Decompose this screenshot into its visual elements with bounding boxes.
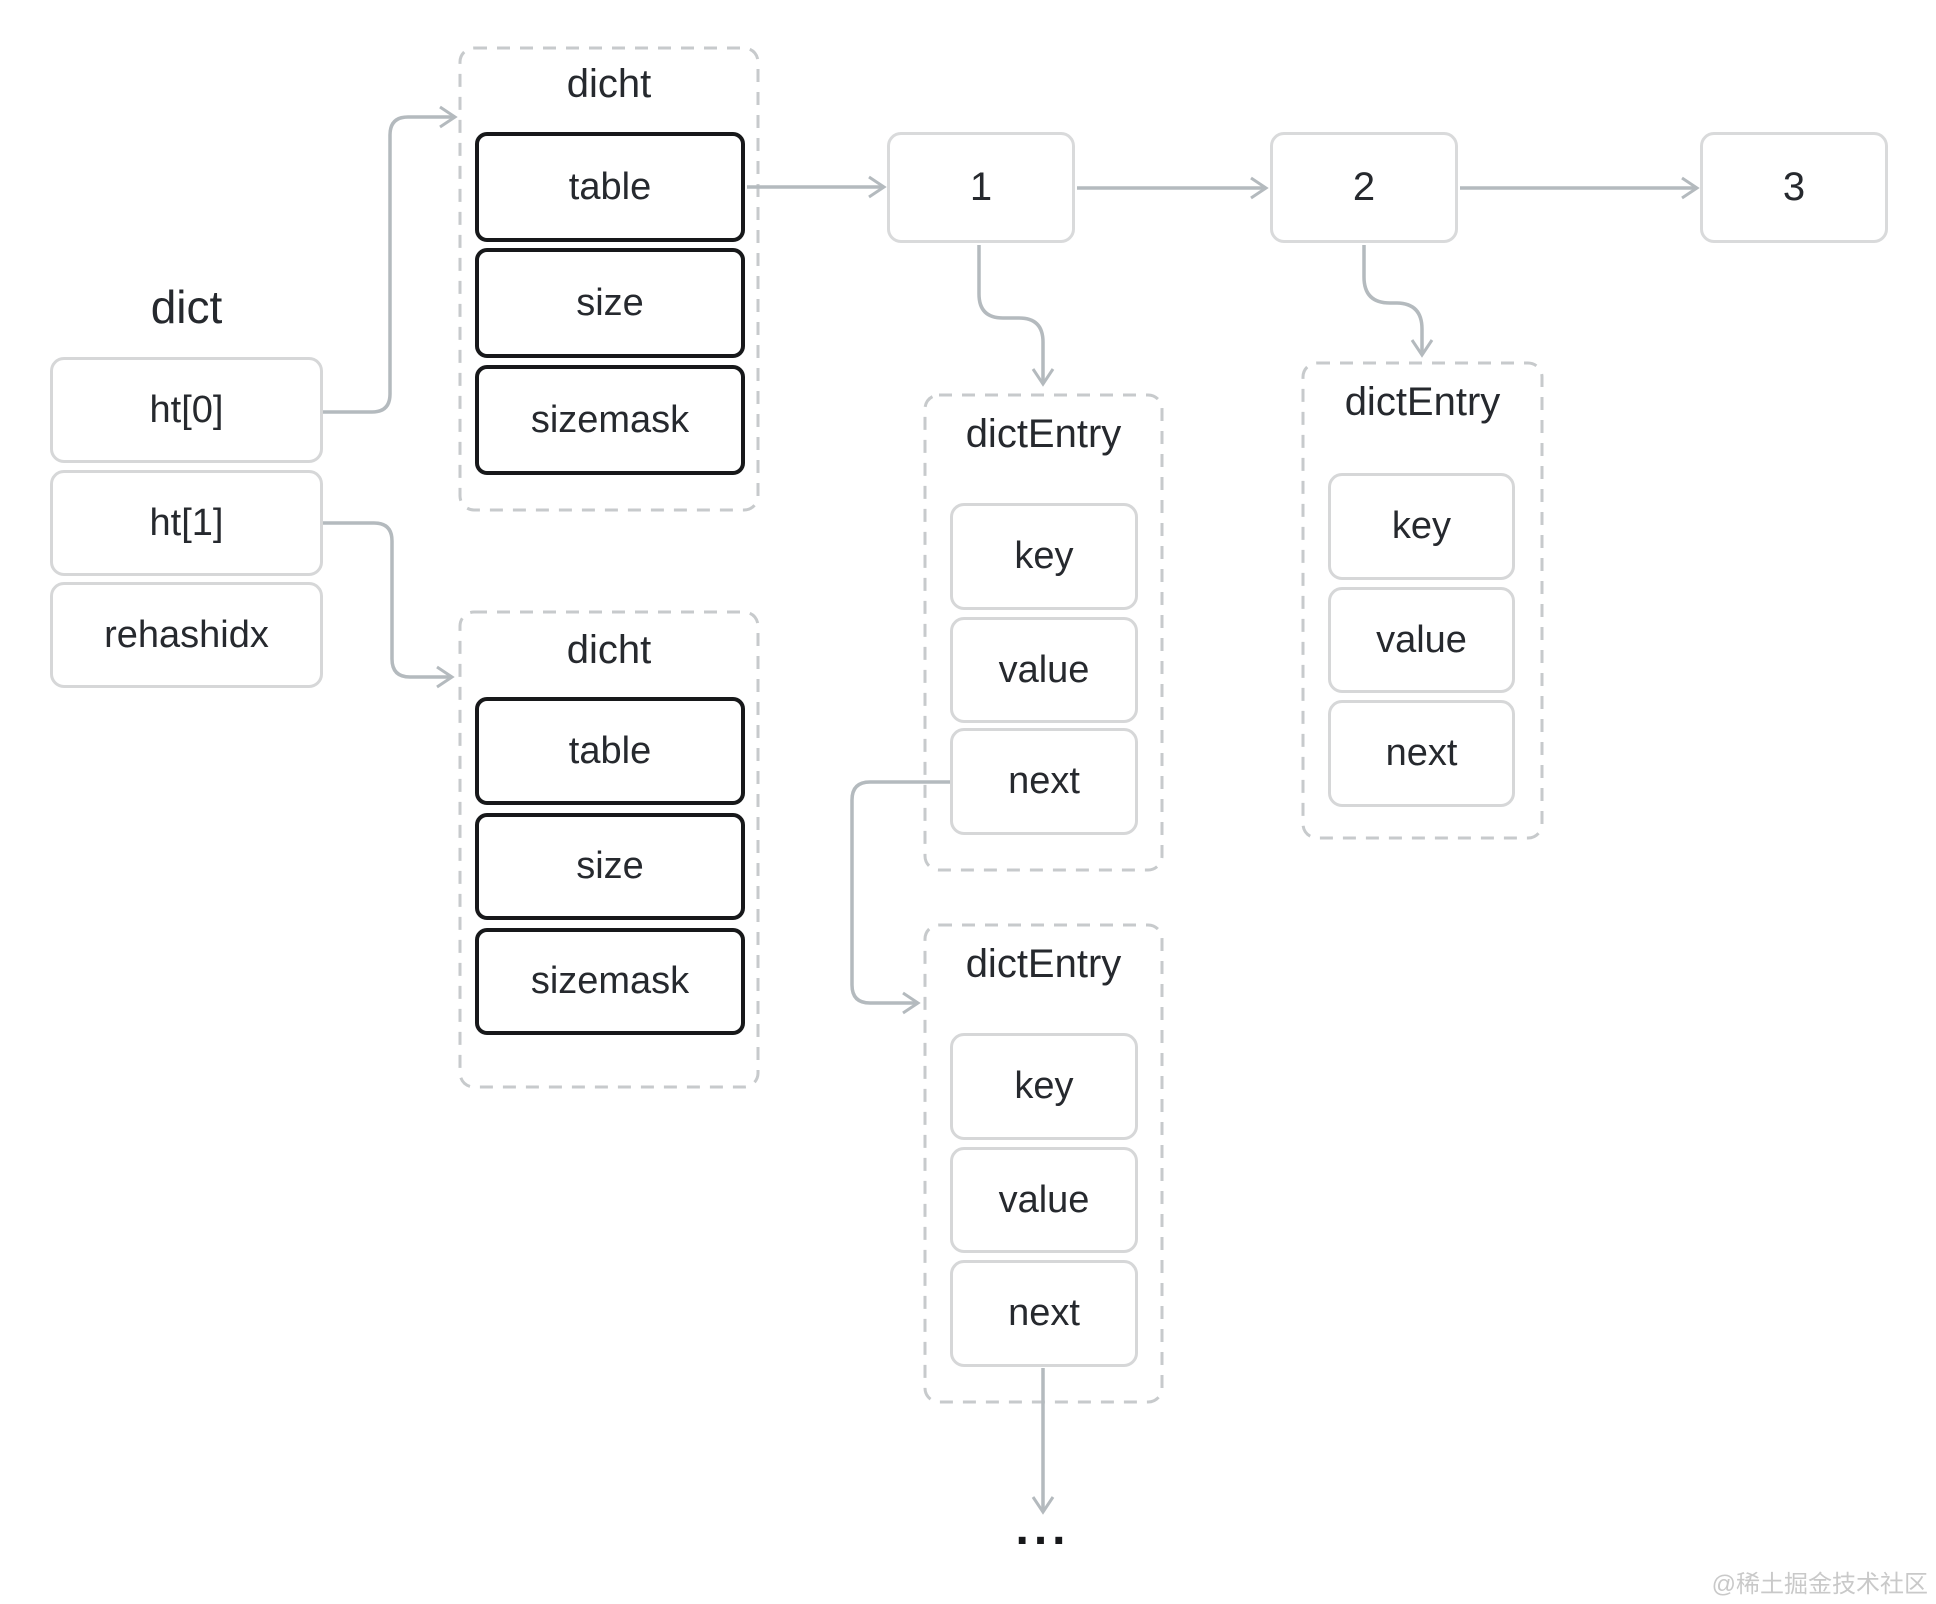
dicht-bottom-field-table: table — [475, 697, 745, 805]
dict-field-ht1: ht[1] — [50, 470, 323, 576]
dicht-top-field-size: size — [475, 248, 745, 358]
dictentry-2-field-value: value — [1328, 587, 1515, 693]
dictentry-1-title: dictEntry — [965, 411, 1122, 456]
arrow-ht0-to-dicht-top — [323, 105, 458, 414]
dicht-bottom-field-sizemask: sizemask — [475, 928, 745, 1035]
dicht-bottom-field-size: size — [475, 813, 745, 920]
dict-field-ht0: ht[0] — [50, 357, 323, 463]
dictentry-2-field-next: next — [1328, 700, 1515, 807]
dictentry-1-field-key: key — [950, 503, 1138, 610]
bucket-2: 2 — [1270, 132, 1458, 243]
dicht-bottom-title: dicht — [566, 627, 652, 672]
dictentry-2-field-key: key — [1328, 473, 1515, 580]
dictentry-3-field-key: key — [950, 1033, 1138, 1140]
dictentry-2-title: dictEntry — [1344, 379, 1501, 424]
bucket-3: 3 — [1700, 132, 1888, 243]
dicht-top-title: dicht — [566, 61, 652, 106]
dict-field-rehashidx: rehashidx — [50, 582, 323, 688]
arrow-ht1-to-dicht-bottom — [323, 521, 455, 689]
bucket-1: 1 — [887, 132, 1075, 243]
dictentry-1-field-next: next — [950, 728, 1138, 835]
dictentry-2-container-border — [1301, 361, 1544, 840]
dictentry-3-title: dictEntry — [965, 941, 1122, 986]
dicht-bottom-container-border — [458, 610, 760, 1089]
arrow-bucket-1-to-dictentry-1 — [977, 245, 1055, 387]
arrow-bucket-2-to-dictentry-2 — [1362, 245, 1434, 358]
dicht-top-field-table: table — [475, 132, 745, 242]
dicht-top-field-sizemask: sizemask — [475, 365, 745, 475]
dict-title: dict — [150, 281, 223, 333]
watermark: @稀土掘金技术社区 — [1711, 1571, 1928, 1598]
dictentry-1-container-border — [923, 393, 1164, 872]
dictentry-3-field-value: value — [950, 1147, 1138, 1253]
chain-continuation-ellipsis: ... — [1015, 1501, 1071, 1555]
arrow-next-to-dictentry-3 — [850, 780, 950, 1015]
dictentry-3-field-next: next — [950, 1260, 1138, 1367]
dicht-top-container-border — [458, 46, 760, 512]
dictentry-1-field-value: value — [950, 617, 1138, 723]
